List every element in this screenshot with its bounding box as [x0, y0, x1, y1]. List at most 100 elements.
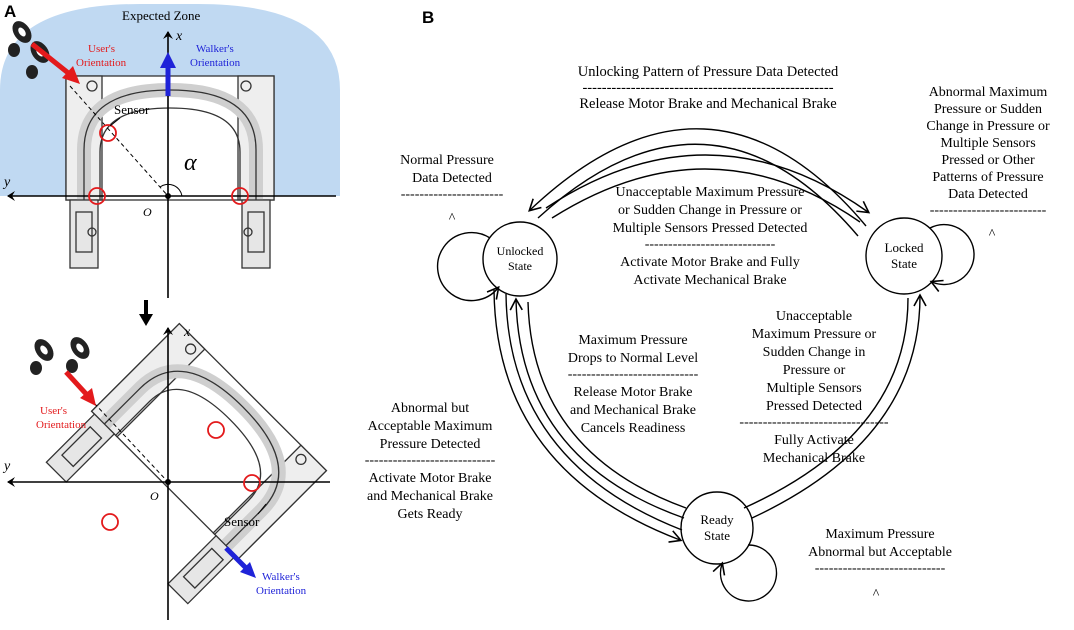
- get-ready-action-2: and Mechanical Brake: [367, 489, 493, 504]
- lock-separator: ----------------------------: [645, 237, 776, 252]
- top-user-arrow: [30, 42, 74, 78]
- top-walker-diagram: Expected Zone x y: [0, 4, 340, 298]
- bottom-walker-label-2: Orientation: [256, 585, 307, 597]
- panel-a-down-arrowhead: [139, 314, 153, 326]
- top-sensor-1: [99, 124, 117, 142]
- top-walker-arrowhead: [160, 52, 176, 68]
- unlocked-to-ready-label: Abnormal but Acceptable Maximum Pressure…: [365, 401, 496, 522]
- bottom-sensor-3: [101, 513, 119, 531]
- unlocked-state-label-2: State: [508, 259, 532, 273]
- bottom-walker-diagram: x y O Sensor User's O: [2, 322, 330, 620]
- ready-unlock-action-2: and Mechanical Brake: [570, 403, 696, 418]
- bottom-user-arrowhead: [80, 388, 96, 406]
- get-ready-action-3: Gets Ready: [398, 507, 463, 522]
- ready-lock-line-1: Unacceptable: [776, 309, 852, 324]
- lock-action-line-1: Activate Motor Brake and Fully: [620, 255, 800, 270]
- unlocked-self-line-1: Normal Pressure: [400, 153, 494, 168]
- panel-a: A Expected Zone: [0, 2, 340, 620]
- bottom-y-label: y: [2, 459, 11, 474]
- top-user-label-2: Orientation: [76, 57, 127, 69]
- lock-condition-line-1: Unacceptable Maximum Pressure: [616, 185, 805, 200]
- lock-action-line-2: Activate Mechanical Brake: [633, 273, 786, 288]
- ready-unlock-separator: ----------------------------: [568, 367, 699, 382]
- unlocked-state-label-1: Unlocked: [497, 244, 544, 258]
- top-walker-label-1: Walker's: [196, 43, 234, 55]
- ready-unlock-line-2: Drops to Normal Level: [568, 351, 698, 366]
- top-origin-label: O: [143, 205, 152, 219]
- locked-self-line-5: Pressed or Other: [941, 153, 1035, 168]
- top-alpha-label: α: [184, 150, 197, 176]
- ready-lock-line-6: Pressed Detected: [766, 399, 862, 414]
- walker-frame-bottom: [45, 322, 328, 605]
- top-x-label: x: [175, 29, 183, 44]
- locked-self-line-7: Data Detected: [948, 187, 1028, 202]
- ready-lock-action-1: Fully Activate: [774, 433, 854, 448]
- bottom-footprints-icon: [30, 337, 90, 375]
- locked-self-line-3: Change in Pressure or: [926, 119, 1050, 134]
- ready-self-line-2: Abnormal but Acceptable: [808, 545, 952, 560]
- locked-self-loop: [929, 223, 975, 292]
- expected-zone-label: Expected Zone: [122, 8, 201, 23]
- top-y-label: y: [2, 175, 11, 190]
- bottom-sensor-2: [243, 474, 261, 492]
- unlocking-action: Release Motor Brake and Mechanical Brake: [579, 96, 836, 112]
- unlocked-to-locked-arrow: [545, 154, 871, 223]
- top-walker-label-2: Orientation: [190, 57, 241, 69]
- top-angle-arc: [159, 183, 183, 197]
- locked-self-line-2: Pressure or Sudden: [934, 102, 1042, 117]
- bottom-sensor-leader: [257, 503, 267, 515]
- ready-lock-line-2: Maximum Pressure or: [752, 327, 877, 342]
- top-sensor-2: [88, 187, 106, 205]
- ready-lock-line-3: Sudden Change in: [763, 345, 866, 360]
- unlocking-transition-label: Unlocking Pattern of Pressure Data Detec…: [578, 64, 839, 112]
- ready-lock-line-4: Pressure or: [783, 363, 846, 378]
- locked-state-label-1: Locked: [885, 240, 924, 255]
- panel-b: B Unlocked State Locked State Ready Stat…: [365, 8, 1050, 602]
- bottom-sensor-label: Sensor: [224, 514, 260, 529]
- unlocked-self-line-2: Data Detected: [412, 171, 492, 186]
- get-ready-line-1: Abnormal but: [391, 401, 469, 416]
- locked-state-label-2: State: [891, 256, 917, 271]
- get-ready-action-1: Activate Motor Brake: [369, 471, 492, 486]
- bottom-x-label: x: [183, 325, 191, 340]
- unlocked-self-loop: [436, 231, 500, 302]
- ready-unlock-line-1: Maximum Pressure: [578, 333, 687, 348]
- top-user-dashed-line: [69, 85, 169, 197]
- bottom-walker-arrowhead: [240, 562, 256, 578]
- unlocked-state-node: [482, 221, 558, 297]
- locked-self-label: Abnormal Maximum Pressure or Sudden Chan…: [926, 85, 1050, 242]
- locked-self-line-4: Multiple Sensors: [940, 136, 1035, 151]
- top-user-label-1: User's: [88, 43, 115, 55]
- panel-b-letter: B: [422, 8, 434, 27]
- unlocking-condition: Unlocking Pattern of Pressure Data Detec…: [578, 64, 839, 80]
- ready-lock-separator: --------------------------------: [739, 415, 889, 430]
- bottom-walker-arrow: [224, 546, 248, 570]
- top-sensor-leader: [109, 117, 121, 127]
- locked-self-caret: ^: [989, 227, 996, 242]
- bottom-user-arrow: [64, 370, 90, 398]
- unlocked-to-ready-arrow: [493, 289, 683, 543]
- get-ready-line-2: Acceptable Maximum: [368, 419, 493, 434]
- bottom-origin-label: O: [150, 489, 159, 503]
- bottom-user-label-1: User's: [40, 405, 67, 417]
- top-sensor-label: Sensor: [114, 102, 150, 117]
- get-ready-separator: ----------------------------: [365, 453, 496, 468]
- locked-self-line-6: Patterns of Pressure: [932, 170, 1043, 185]
- ready-to-unlocked-label: Maximum Pressure Drops to Normal Level -…: [568, 333, 699, 436]
- ready-to-unlocked-arrow: [509, 297, 687, 519]
- ready-state-label-2: State: [704, 528, 730, 543]
- ready-self-label: Maximum Pressure Abnormal but Acceptable…: [808, 527, 952, 602]
- ready-to-locked-arrow: [743, 293, 927, 519]
- ready-self-loop: [712, 544, 778, 602]
- unlocked-self-label: Normal Pressure Data Detected ----------…: [400, 153, 503, 226]
- lock-transition-label: Unacceptable Maximum Pressure or Sudden …: [613, 185, 808, 288]
- unlocked-self-separator: ----------------------: [401, 187, 504, 202]
- top-sensor-3: [231, 187, 249, 205]
- unlocking-separator: ----------------------------------------…: [582, 80, 833, 96]
- lock-condition-line-3: Multiple Sensors Pressed Detected: [613, 221, 808, 236]
- ready-unlock-action-3: Cancels Readiness: [581, 421, 686, 436]
- ready-lock-line-5: Multiple Sensors: [766, 381, 861, 396]
- ready-unlock-action-1: Release Motor Brake: [574, 385, 693, 400]
- locked-state-node: [865, 217, 943, 295]
